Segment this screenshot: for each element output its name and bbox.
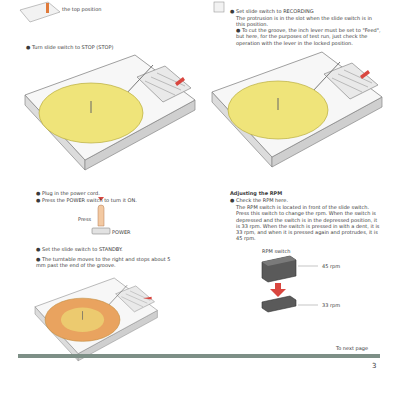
instruction-text: RPM switch [262,248,312,254]
instruction-text: Press [78,216,98,222]
instruction-text: 45 rpm [322,263,362,269]
instruction-text: The protrusion is in the slot when the s… [236,15,381,28]
section-heading: Adjusting the RPM [230,190,380,196]
page-number: 3 [372,362,382,371]
instruction-text: To next page [336,345,382,351]
instruction-text: 33 rpm [322,302,362,308]
instruction-text: ● Plug in the power cord. [36,190,186,196]
instruction-text: POWER [112,229,142,235]
instruction-text: ● Set the slide switch to STANDBY. [36,246,186,252]
instruction-text: ● Check the RPM here. [230,197,380,203]
instruction-text: ● To cut the groove, the inch lever must… [236,27,381,46]
instruction-text: ● Press the POWER switch to turn it ON. [36,197,186,203]
instruction-text: ● The turntable moves to the right and s… [36,256,176,269]
instruction-text: ● Turn slide switch to STOP (STOP) [26,44,156,50]
instruction-text: ● Set slide switch to RECORDING [230,8,380,14]
instruction-text: the top position [62,6,132,12]
instruction-text: The RPM switch is located in front of th… [236,204,382,242]
